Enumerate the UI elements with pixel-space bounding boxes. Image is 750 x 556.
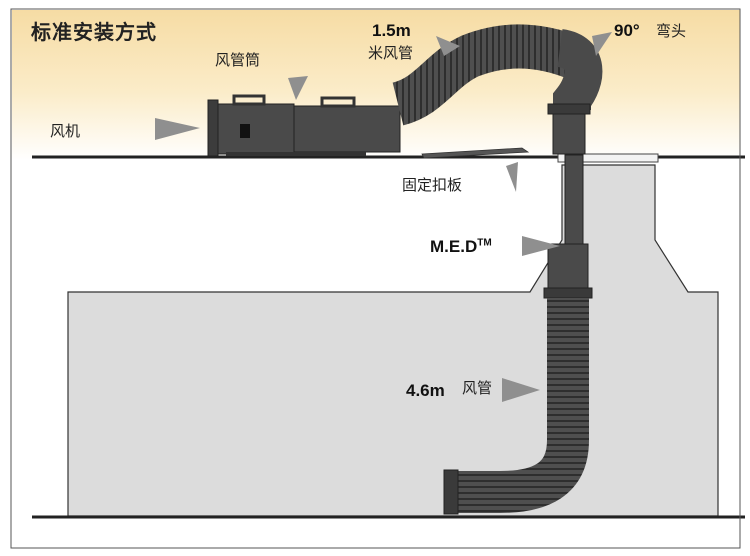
fixing-plate <box>421 147 530 159</box>
label-fixing-plate: 固定扣板 <box>402 176 463 194</box>
label-med: M.E.DTM <box>430 238 492 255</box>
duct-1-5m <box>391 24 584 126</box>
duct-4-6m <box>456 298 589 513</box>
label-med-tm: TM <box>477 237 492 249</box>
arrow-duct-4-6m <box>502 378 540 402</box>
duct-outlet <box>443 469 459 515</box>
fan-window <box>240 124 250 138</box>
label-duct-1-5m-text: 米风管 <box>368 44 414 62</box>
manhole-collar <box>557 153 659 163</box>
fan-handle-1 <box>232 94 266 106</box>
med-unit <box>547 243 589 291</box>
arrow-duct-1-5m <box>436 36 460 56</box>
arrow-elbow <box>592 32 612 56</box>
elbow-collar <box>547 103 591 115</box>
arrow-fan <box>155 118 200 140</box>
elbow-90 <box>553 29 603 112</box>
fan-flange <box>207 99 219 157</box>
label-elbow-text: 弯头 <box>656 22 687 40</box>
fan-body <box>215 103 295 155</box>
arrow-med <box>522 236 560 256</box>
arrow-plate <box>506 162 518 192</box>
label-duct-4-6m-length: 4.6m <box>406 381 445 400</box>
label-duct-4-6m-text: 风管 <box>462 379 493 397</box>
arrow-duct-tube <box>288 76 308 100</box>
duct-tube-handle <box>320 96 356 108</box>
frame-border <box>10 8 741 549</box>
vertical-pipe <box>564 154 584 251</box>
label-duct-tube: 风管筒 <box>215 51 261 69</box>
label-duct-1-5m-length: 1.5m <box>372 21 411 40</box>
label-med-text: M.E.D <box>430 237 478 256</box>
fan-base <box>226 152 366 156</box>
label-elbow-degree: 90° <box>614 21 640 40</box>
duct-tube-body <box>293 105 401 153</box>
pit-outline <box>67 164 719 517</box>
page-title: 标准安装方式 <box>31 20 157 44</box>
label-fan: 风机 <box>50 122 81 140</box>
elbow-socket <box>552 113 586 155</box>
med-collar <box>543 287 593 299</box>
fan-unit <box>207 94 401 157</box>
